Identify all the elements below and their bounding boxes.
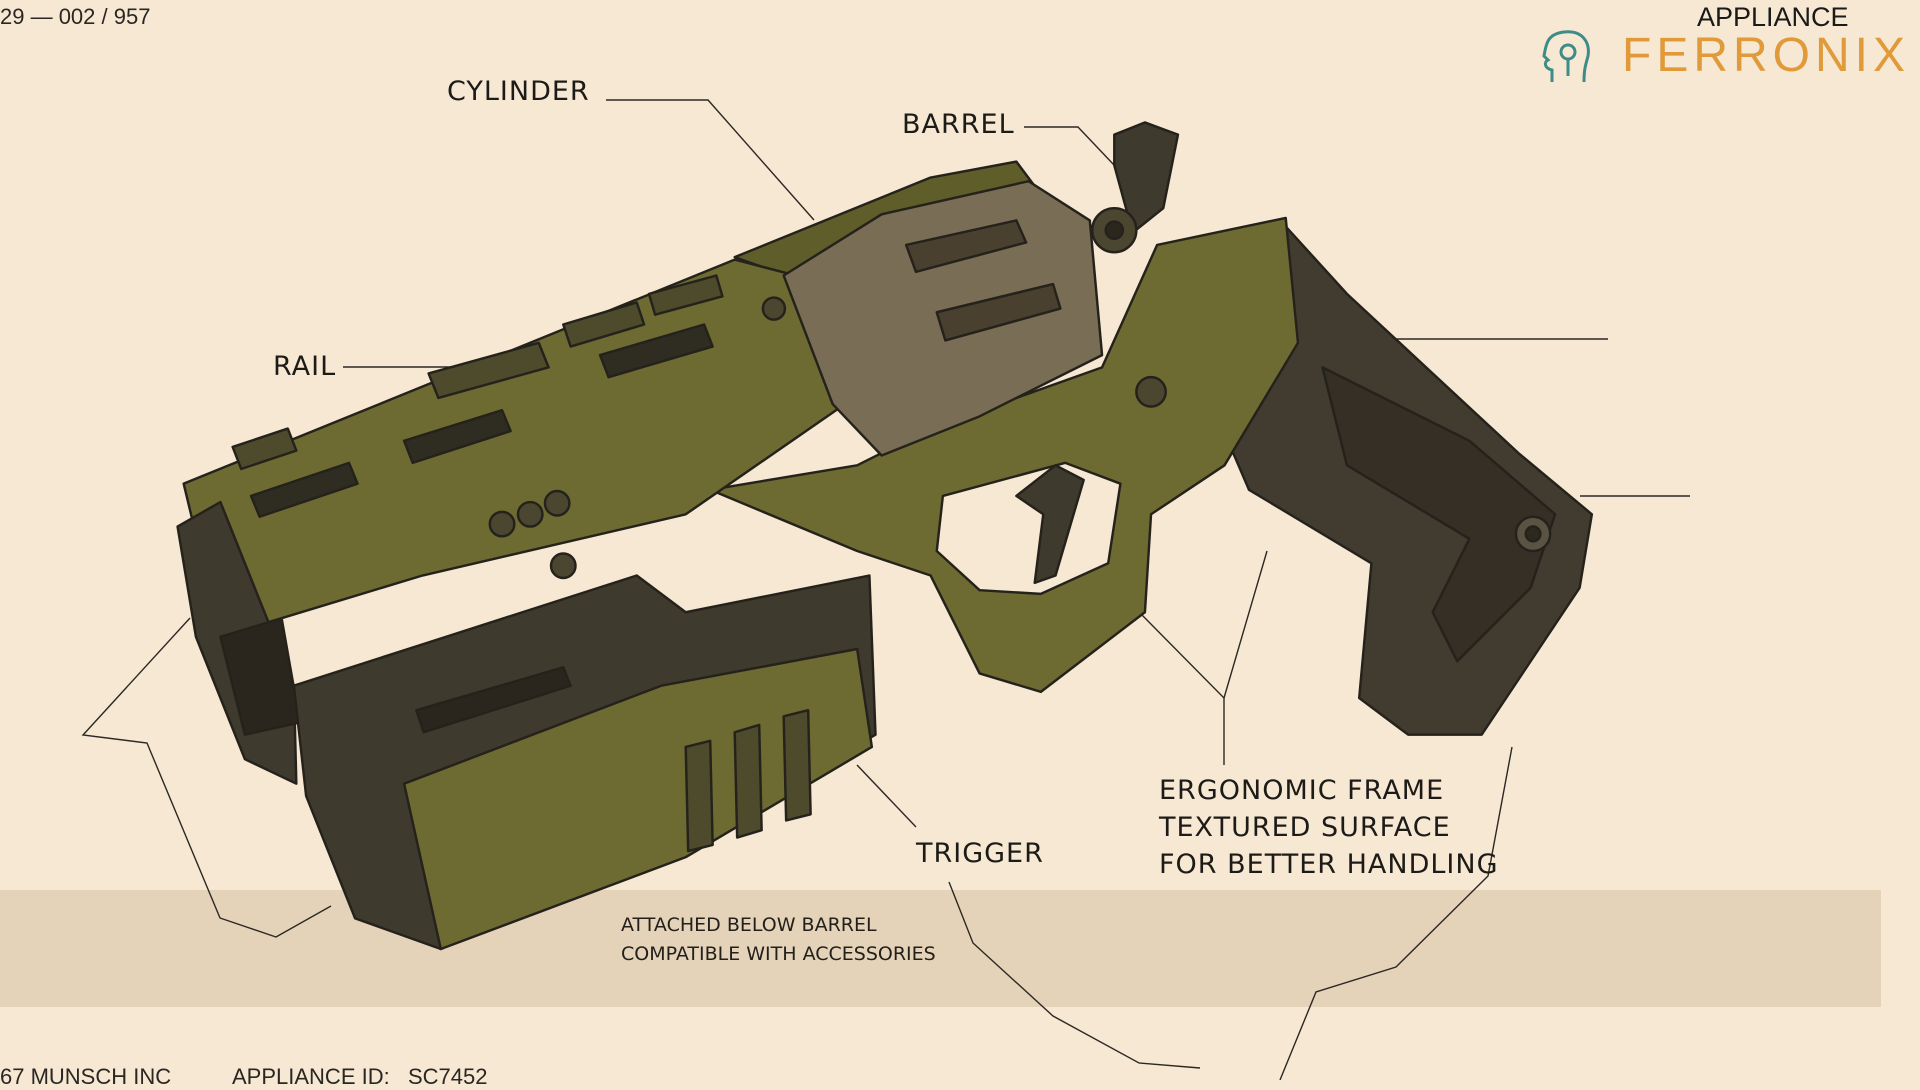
head-circuit-icon [1542, 30, 1590, 83]
revolver-body [176, 121, 1594, 951]
brand-logo: APPLIANCE FERRONIX [1540, 2, 1911, 83]
trigger [1015, 464, 1085, 585]
label-frame-3: FOR BETTER HANDLING [1159, 849, 1499, 880]
band-note-2: COMPATIBLE WITH ACCESSORIES [621, 943, 936, 965]
leader-line-frame-b [1223, 550, 1268, 699]
label-frame-1: ERGONOMIC FRAME [1159, 775, 1445, 806]
leader-line-barrel [1024, 126, 1115, 166]
leader-line-cylinder [606, 99, 815, 221]
footer-id-label: APPLIANCE ID: [232, 1064, 390, 1089]
band-note-1: ATTACHED BELOW BARREL [621, 914, 877, 936]
logo-brand: FERRONIX [1622, 29, 1911, 82]
leader-line-right [1279, 746, 1513, 1080]
logo-top-text: APPLIANCE [1697, 2, 1849, 32]
label-cylinder: CYLINDER [447, 76, 590, 107]
leader-line-frame-a [1138, 611, 1225, 765]
leader-line-bottom [948, 881, 1201, 1069]
footer-id-value: SC7452 [408, 1064, 488, 1089]
leader-lines [81, 99, 1690, 1080]
note-band [0, 890, 1881, 1007]
footer-company: 67 MUNSCH INC [0, 1064, 172, 1089]
label-barrel: BARREL [902, 109, 1015, 140]
leader-line-accessory [81, 617, 332, 938]
label-trigger: TRIGGER [916, 838, 1044, 869]
leader-line-trigger [856, 764, 917, 828]
document-number: 29 — 002 / 957 [0, 4, 151, 29]
label-rail: RAIL [273, 351, 337, 382]
label-frame-2: TEXTURED SURFACE [1159, 812, 1451, 843]
